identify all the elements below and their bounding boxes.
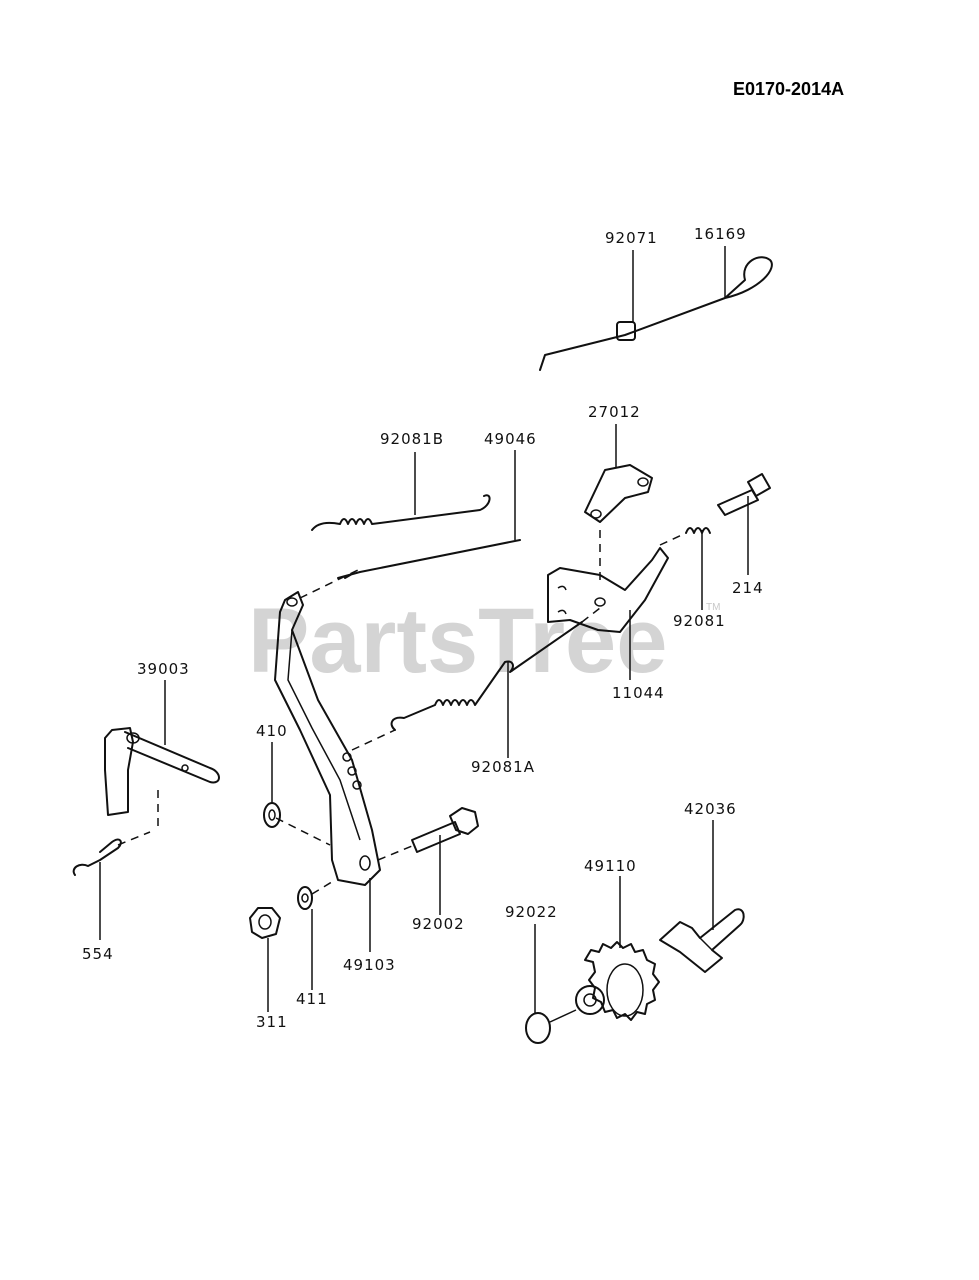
diagram-code: E0170-2014A	[733, 79, 844, 99]
label-554[interactable]: 554	[82, 945, 114, 963]
watermark-text: PartsTree	[248, 590, 667, 692]
bolt-214[interactable]	[717, 473, 771, 516]
label-42036[interactable]: 42036	[684, 800, 737, 818]
label-92081A[interactable]: 92081A	[471, 758, 535, 776]
label-49046[interactable]: 49046	[484, 430, 537, 448]
label-49103[interactable]: 49103	[343, 956, 396, 974]
rod-49046[interactable]	[337, 539, 521, 579]
label-16169[interactable]: 16169	[694, 225, 747, 243]
choke-cable-16169[interactable]	[539, 256, 773, 371]
label-92081[interactable]: 92081	[673, 612, 726, 630]
label-214[interactable]: 214	[732, 579, 764, 597]
label-27012[interactable]: 27012	[588, 403, 641, 421]
governor-lever-49103[interactable]	[274, 591, 381, 886]
pin-554[interactable]	[72, 838, 122, 876]
watermark-trademark: TM	[706, 602, 720, 613]
cable-clip-92071[interactable]	[616, 321, 636, 341]
bracket-11044[interactable]	[547, 547, 669, 633]
label-410[interactable]: 410	[256, 722, 288, 740]
nut-311[interactable]	[249, 907, 281, 939]
spring-92081[interactable]	[659, 527, 711, 546]
governor-shaft-39003[interactable]	[104, 727, 220, 816]
label-39003[interactable]: 39003	[137, 660, 190, 678]
washer-411[interactable]	[297, 879, 336, 910]
label-49110[interactable]: 49110	[584, 857, 637, 875]
label-92002[interactable]: 92002	[412, 915, 465, 933]
label-411[interactable]: 411	[296, 990, 328, 1008]
label-92022[interactable]: 92022	[505, 903, 558, 921]
spring-92081B[interactable]	[311, 494, 491, 531]
label-92081B[interactable]: 92081B	[380, 430, 444, 448]
governor-gear-49110[interactable]	[575, 941, 660, 1021]
label-311[interactable]: 311	[256, 1013, 288, 1031]
label-92071[interactable]: 92071	[605, 229, 658, 247]
bolt-92002[interactable]	[377, 807, 479, 861]
spring-92081A[interactable]	[351, 607, 601, 751]
washer-410[interactable]	[263, 802, 281, 828]
shaft-42036[interactable]	[659, 908, 745, 973]
label-11044[interactable]: 11044	[612, 684, 665, 702]
link-27012[interactable]	[584, 464, 653, 523]
washer-92022[interactable]	[525, 1009, 577, 1044]
